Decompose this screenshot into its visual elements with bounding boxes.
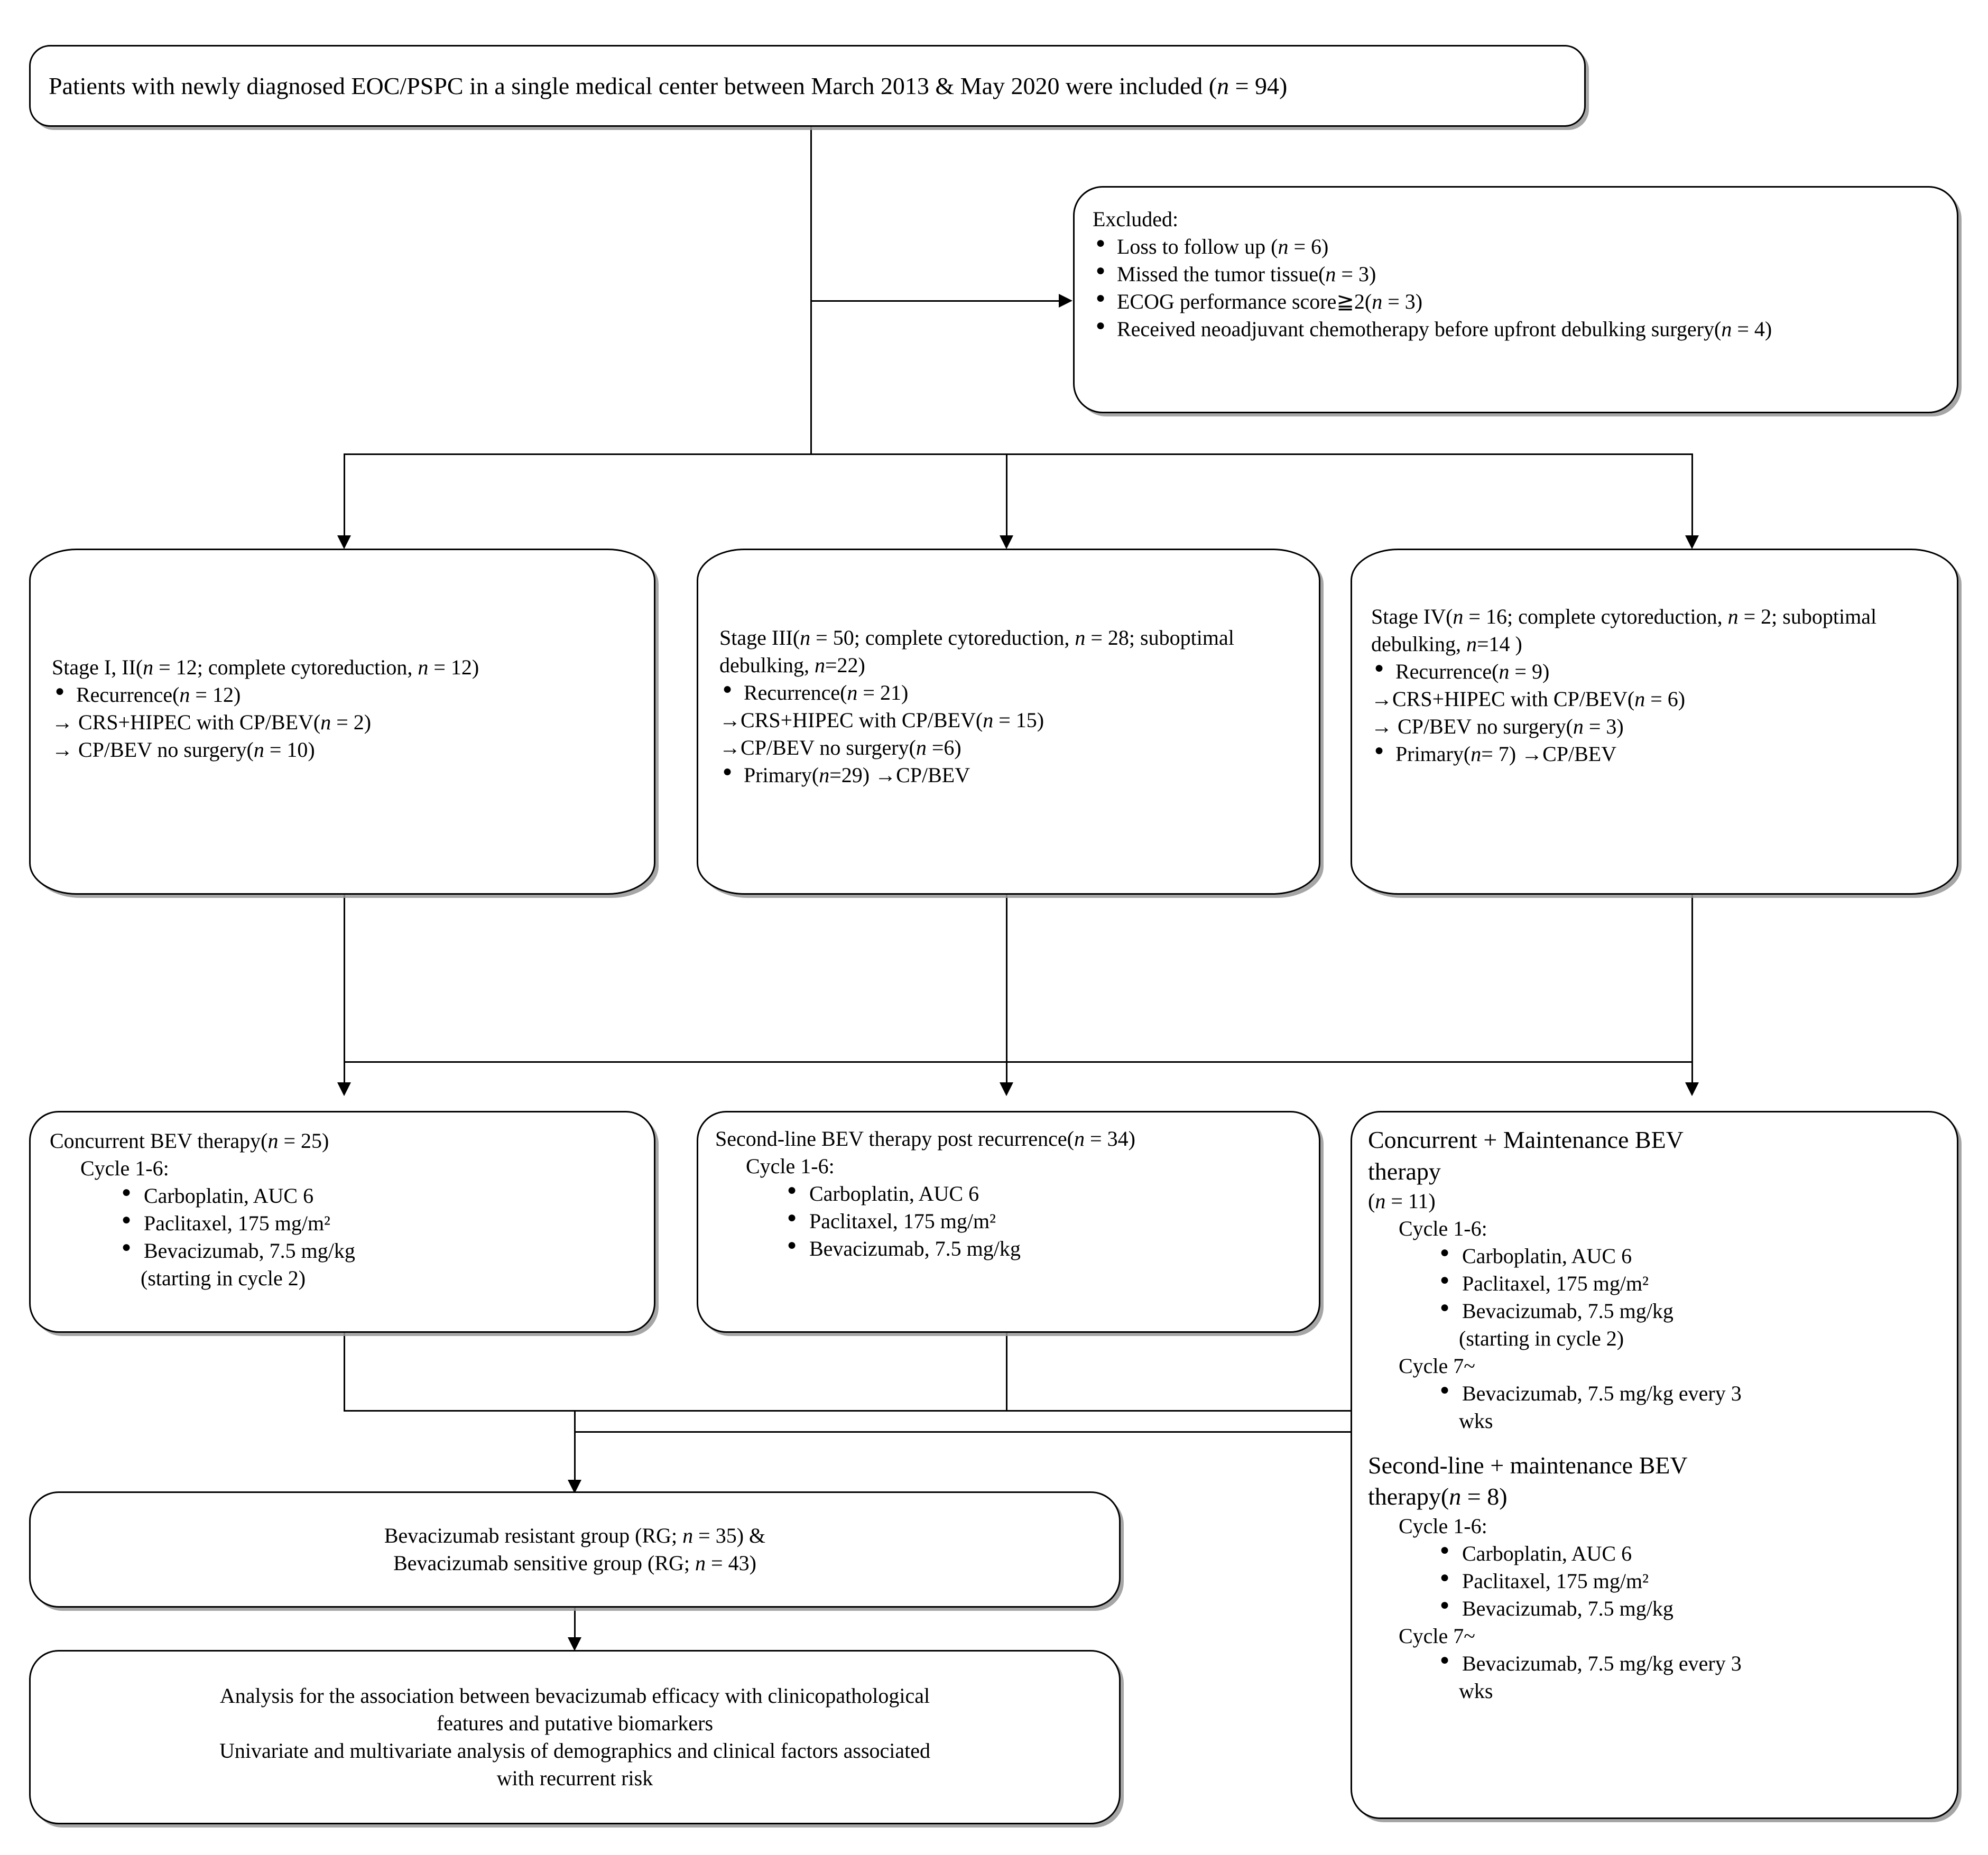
secondline-maint-title-cont: therapy(n = 8) [1368, 1483, 1508, 1510]
maintenance-drug: Carboplatin, AUC 6 [1435, 1242, 1941, 1270]
groups-line-2: Bevacizumab sensitive group (RG; n = 43) [393, 1551, 756, 1575]
concurrent-heading: Concurrent BEV therapy(n = 25) [50, 1129, 329, 1153]
stage-3-item: Primary(n=29) →CP/BEV [719, 761, 1298, 789]
connector-stage12-down [344, 893, 345, 1062]
stage-3-heading: Stage III(n = 50; complete cytoreduction… [719, 626, 1234, 677]
excluded-box: Excluded: Loss to follow up (n = 6) Miss… [1073, 186, 1958, 413]
stage-3-box: Stage III(n = 50; complete cytoreduction… [697, 549, 1320, 895]
analysis-line-2: features and putative biomarkers [436, 1711, 714, 1735]
stage-4-heading: Stage IV(n = 16; complete cytoreduction,… [1371, 605, 1877, 656]
excluded-heading: Excluded: [1093, 207, 1179, 231]
connector-groups-stem [574, 1410, 576, 1489]
connector-stage-bus [344, 453, 1691, 455]
maintenance-drug: Paclitaxel, 175 mg/m² [1435, 1269, 1941, 1297]
analysis-line-1: Analysis for the association between bev… [219, 1684, 930, 1708]
concurrent-note: (starting in cycle 2) [141, 1266, 306, 1290]
concurrent-drug: Paclitaxel, 175 mg/m² [116, 1209, 635, 1237]
arrow-therapy-concurrent [337, 1082, 351, 1096]
maintenance-title: Concurrent + Maintenance BEV [1368, 1126, 1684, 1153]
excluded-item: Received neoadjuvant chemotherapy before… [1093, 315, 1939, 343]
connector-therapy-mid [1006, 1061, 1007, 1088]
secondline-maint-cycle7-drug: Bevacizumab, 7.5 mg/kg every 3 [1435, 1649, 1941, 1677]
stage-3-item: Recurrence(n = 21) [719, 679, 1298, 707]
excluded-item: Loss to follow up (n = 6) [1093, 233, 1939, 261]
stage-4-item: Recurrence(n = 9) [1371, 657, 1938, 685]
connector-secondline-down [1006, 1332, 1007, 1411]
secondline-bev-box: Second-line BEV therapy post recurrence(… [697, 1111, 1320, 1333]
connector-maintenance-join [574, 1431, 1351, 1433]
connector-stage-right [1691, 453, 1693, 538]
connector-groups-down [574, 1607, 576, 1649]
stage-1-2-item: → CP/BEV no surgery(n = 10) [52, 738, 315, 762]
maintenance-title-cont: therapy [1368, 1157, 1441, 1185]
arrow-therapy-secondline [1000, 1082, 1013, 1096]
excluded-item: ECOG performance score≧2(n = 3) [1093, 287, 1939, 316]
analysis-box: Analysis for the association between bev… [29, 1650, 1121, 1824]
secondline-drug: Carboplatin, AUC 6 [782, 1180, 1302, 1208]
stage-1-2-heading: Stage I, II(n = 12; complete cytoreducti… [52, 655, 479, 679]
stage-4-item: Primary(n= 7) →CP/BEV [1371, 740, 1938, 768]
arrow-stage-3 [1000, 535, 1013, 549]
groups-line-1: Bevacizumab resistant group (RG; n = 35)… [384, 1524, 766, 1547]
secondline-heading: Second-line BEV therapy post recurrence(… [715, 1127, 1135, 1151]
excluded-item: Missed the tumor tissue(n = 3) [1093, 260, 1939, 288]
connector-stage3-down [1006, 893, 1007, 1062]
maintenance-cycle7-drug-cont: wks [1459, 1408, 1493, 1433]
concurrent-bev-box: Concurrent BEV therapy(n = 25) Cycle 1-6… [29, 1111, 655, 1333]
stage-4-box: Stage IV(n = 16; complete cytoreduction,… [1351, 549, 1958, 895]
secondline-maint-cycle7-label: Cycle 7~ [1399, 1624, 1475, 1648]
concurrent-cycle-label: Cycle 1-6: [80, 1156, 169, 1180]
maintenance-count: (n = 11) [1368, 1189, 1436, 1213]
secondline-maint-drug: Carboplatin, AUC 6 [1435, 1539, 1941, 1568]
arrow-stage-4 [1685, 535, 1699, 549]
connector-therapy-right [1691, 1061, 1693, 1088]
maintenance-cycle7-drug: Bevacizumab, 7.5 mg/kg every 3 [1435, 1379, 1941, 1407]
italic-n: n [1217, 72, 1229, 99]
stage-3-item: →CRS+HIPEC with CP/BEV(n = 15) [719, 708, 1044, 732]
secondline-maint-drug: Bevacizumab, 7.5 mg/kg [1435, 1594, 1941, 1622]
maintenance-cycle1-label: Cycle 1-6: [1399, 1216, 1487, 1240]
connector-to-excluded [810, 300, 1059, 302]
stage-1-2-item: → CRS+HIPEC with CP/BEV(n = 2) [52, 710, 372, 734]
arrow-therapy-maintenance [1685, 1082, 1699, 1096]
secondline-drug: Paclitaxel, 175 mg/m² [782, 1207, 1302, 1235]
connector-enrollment-trunk [810, 127, 812, 455]
secondline-drug: Bevacizumab, 7.5 mg/kg [782, 1235, 1302, 1263]
maintenance-note: (starting in cycle 2) [1459, 1326, 1624, 1350]
secondline-cycle-label: Cycle 1-6: [746, 1154, 835, 1178]
enrollment-text: Patients with newly diagnosed EOC/PSPC i… [49, 72, 1288, 99]
concurrent-drug: Bevacizumab, 7.5 mg/kg [116, 1237, 635, 1265]
stage-4-item: →CRS+HIPEC with CP/BEV(n = 6) [1371, 687, 1686, 711]
secondline-maint-drug: Paclitaxel, 175 mg/m² [1435, 1567, 1941, 1595]
stage-3-item: →CP/BEV no surgery(n =6) [719, 736, 961, 759]
arrow-to-groups [568, 1480, 581, 1494]
connector-stage-left [344, 453, 345, 538]
arrow-to-excluded [1059, 294, 1072, 308]
enrollment-box: Patients with newly diagnosed EOC/PSPC i… [29, 45, 1586, 127]
stage-1-2-item: Recurrence(n = 12) [52, 681, 633, 709]
analysis-line-3: Univariate and multivariate analysis of … [219, 1739, 931, 1763]
concurrent-drug: Carboplatin, AUC 6 [116, 1182, 635, 1210]
maintenance-bev-box: Concurrent + Maintenance BEV therapy (n … [1351, 1111, 1958, 1819]
maintenance-cycle7-label: Cycle 7~ [1399, 1353, 1475, 1378]
stage-4-item: → CP/BEV no surgery(n = 3) [1371, 715, 1624, 738]
bevacizumab-groups-box: Bevacizumab resistant group (RG; n = 35)… [29, 1491, 1121, 1608]
stage-1-2-box: Stage I, II(n = 12; complete cytoreducti… [29, 549, 655, 895]
connector-stage-mid [1006, 453, 1007, 538]
arrow-to-analysis [568, 1637, 581, 1651]
connector-concurrent-down [344, 1332, 345, 1411]
connector-stage4-down [1691, 893, 1693, 1062]
secondline-maint-title: Second-line + maintenance BEV [1368, 1451, 1688, 1479]
connector-therapy-left [344, 1061, 345, 1088]
secondline-maint-cycle7-drug-cont: wks [1459, 1679, 1493, 1703]
arrow-stage-12 [337, 535, 351, 549]
maintenance-drug: Bevacizumab, 7.5 mg/kg [1435, 1297, 1941, 1325]
secondline-maint-cycle1-label: Cycle 1-6: [1399, 1514, 1487, 1538]
analysis-line-4: with recurrent risk [496, 1766, 653, 1790]
connector-groups-bus [344, 1410, 1351, 1412]
connector-therapy-bus [344, 1061, 1693, 1063]
